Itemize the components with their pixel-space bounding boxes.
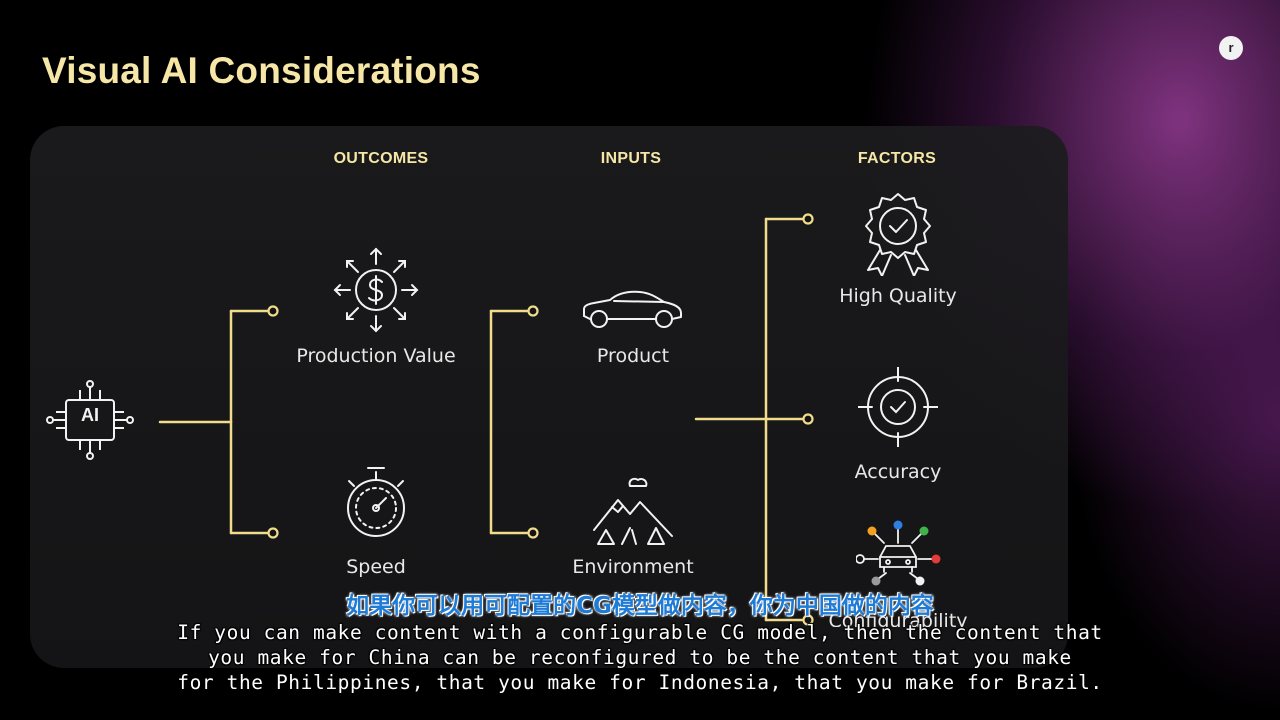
- mountains-icon: [593, 477, 673, 545]
- car-icon: [583, 290, 682, 328]
- input-label-environment: Environment: [572, 556, 694, 578]
- dollar-arrows-icon: [333, 247, 419, 333]
- subtitle-english-line-3: for the Philippines, that you make for I…: [177, 671, 1103, 694]
- award-badge-icon: [865, 193, 931, 276]
- subtitle-english-line-1: If you can make content with a configura…: [177, 621, 1103, 644]
- stopwatch-icon: [347, 467, 405, 537]
- subtitle-chinese: 如果你可以用可配置的CG模型做内容，你为中国做的内容: [346, 593, 934, 619]
- column-header-factors: FACTORS: [857, 150, 937, 167]
- input-label-product: Product: [596, 345, 670, 367]
- factor-label-configurability: Configurability: [828, 610, 968, 627]
- diagram-panel: [30, 126, 1068, 668]
- factor-label-accuracy: Accuracy: [854, 461, 942, 483]
- ai-chip-icon: [46, 380, 134, 460]
- configurable-car-icon: [856, 520, 941, 586]
- brand-logo-icon: r: [1219, 36, 1243, 60]
- column-header-outcomes: OUTCOMES: [333, 150, 429, 167]
- factor-label-high-quality: High Quality: [839, 285, 957, 307]
- ai-chip-label: AI: [81, 405, 99, 425]
- column-header-inputs: INPUTS: [600, 150, 662, 167]
- target-check-icon: [858, 367, 938, 447]
- outcome-label-speed: Speed: [346, 556, 406, 578]
- slide-title: Visual AI Considerations: [42, 50, 481, 91]
- subtitle-english-line-2: you make for China can be reconfigured t…: [208, 646, 1072, 669]
- outcome-label-production-value: Production Value: [296, 345, 456, 367]
